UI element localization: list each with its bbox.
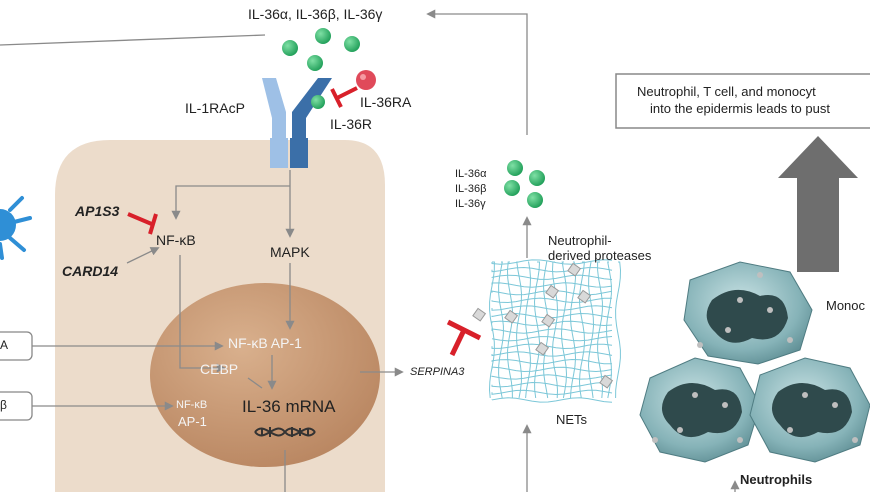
net-strand (587, 261, 595, 399)
label-cebp: CEBP (200, 361, 239, 377)
label-il36b: IL-36β (455, 183, 487, 195)
neutrophil-cell (683, 261, 813, 365)
left-box-1-text: A (0, 338, 9, 352)
neutrophil-cell (639, 357, 761, 463)
arrow-nfkb-to-cebp (179, 255, 226, 373)
label-il36a: IL-36α (455, 168, 487, 180)
net-strand (491, 351, 613, 357)
dna-icon (254, 427, 316, 437)
net-strand (491, 343, 613, 350)
label-il1racp: IL-1RAcP (185, 100, 245, 116)
net-strand (488, 261, 495, 399)
label-mapk: MAPK (270, 244, 310, 260)
arrow-card14 (126, 247, 160, 264)
label-nfkb-small: NF-κB (176, 399, 208, 411)
label-neutrophils: Neutrophils (740, 472, 813, 487)
net-strand (569, 261, 577, 399)
net-strand (615, 261, 622, 399)
nucleus (150, 283, 380, 467)
left-box-2 (0, 391, 33, 421)
net-strand (516, 261, 523, 399)
label-nets: NETs (556, 412, 588, 427)
neutrophil-cell (749, 357, 870, 463)
net-strand (491, 274, 613, 280)
label-proteases-1: Neutrophil- (548, 233, 612, 248)
label-il36r: IL-36R (330, 116, 373, 132)
label-nfkb: NF-κB (156, 232, 196, 248)
bound-il36-dot (311, 95, 325, 109)
neutrophil-cluster (639, 261, 870, 463)
left-box-2-text: β (0, 398, 7, 412)
label-ap1s3: AP1S3 (75, 203, 120, 219)
arrow-to-nfkb (171, 185, 290, 220)
protease-markers (472, 262, 614, 389)
info-text-line2: into the epidermis leads to pust (650, 101, 830, 116)
net-strand (491, 282, 613, 288)
net-strand (491, 366, 613, 373)
net-strand (491, 266, 613, 273)
net-strand (491, 358, 613, 365)
net-strand (506, 261, 513, 399)
net-strand (491, 305, 613, 311)
arrow-left-top (0, 34, 266, 46)
net-strand (597, 261, 604, 399)
net-strand (560, 261, 568, 399)
cytokine-cluster-top (282, 28, 360, 71)
info-box (615, 73, 870, 129)
serpina3-inhibitor (446, 319, 482, 357)
label-nfkb-ap1: NF-κB AP-1 (228, 335, 302, 351)
net-strand (606, 261, 612, 399)
cytokine-cluster-right (504, 160, 545, 208)
arrow-cebp-to-mrna (247, 377, 263, 389)
net-strand (491, 259, 613, 265)
net-strand (578, 261, 586, 399)
net-strand (491, 389, 613, 396)
il36ra-antagonist (330, 70, 376, 108)
net-strand (533, 261, 541, 399)
label-il36ra: IL-36RA (360, 94, 412, 110)
net-strand (491, 381, 613, 388)
label-serpina3: SERPINA3 (410, 366, 465, 378)
dendritic-cell-icon (0, 196, 32, 260)
label-cytokines-top: IL-36α, IL-36β, IL-36γ (248, 6, 383, 22)
net-strand (551, 261, 559, 399)
net-strand (491, 336, 613, 342)
label-il36-mrna: IL-36 mRNA (242, 397, 336, 416)
net-strand (524, 261, 532, 399)
label-card14: CARD14 (62, 263, 119, 279)
receptor-il36r (290, 78, 332, 168)
left-box-1 (0, 331, 33, 361)
net-strand (491, 297, 613, 304)
label-monocytes: Monoc (826, 298, 866, 313)
net-strand (498, 261, 504, 399)
net-strand (491, 397, 613, 403)
info-text-line1: Neutrophil, T cell, and monocyt (637, 84, 816, 99)
big-up-arrow (778, 136, 858, 272)
receptor-il1racp (262, 78, 288, 168)
arrow-nets-to-top (426, 9, 528, 135)
label-proteases-2: derived proteases (548, 248, 652, 263)
label-ap1-small: AP-1 (178, 414, 207, 429)
net-strand (491, 374, 613, 380)
label-il36g: IL-36γ (455, 198, 486, 210)
ap1s3-inhibitor (127, 212, 158, 235)
